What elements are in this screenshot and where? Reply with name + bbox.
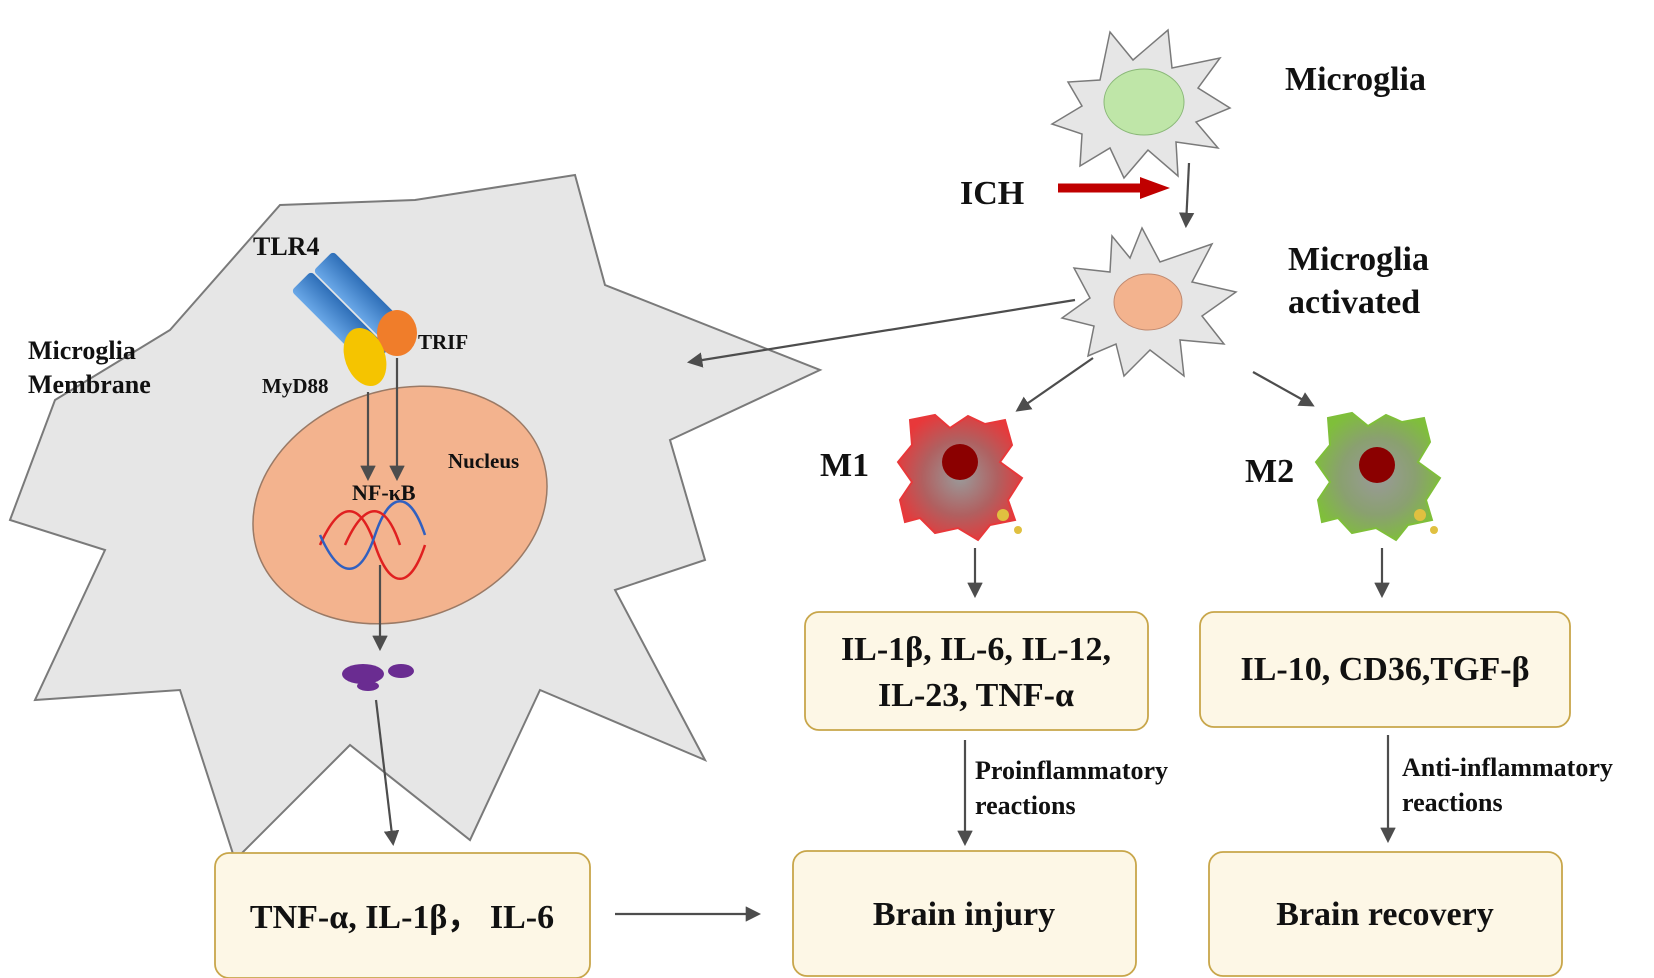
m2-cytokines-text: IL-10, CD36,TGF-β <box>1241 651 1530 688</box>
m1-cytokines-box <box>804 611 1149 731</box>
vesicle-icon <box>357 681 379 691</box>
trif-adaptor-icon <box>377 310 417 356</box>
ich-label: ICH <box>960 175 1024 212</box>
nucleus-label: Nucleus <box>448 449 519 473</box>
arrow-activated-to-m1 <box>1015 357 1094 412</box>
m1-cytokines-text: IL-23, TNF-α <box>878 677 1074 714</box>
microglia-activated-label: Microglia <box>1288 241 1429 278</box>
vesicle-icon <box>388 664 414 678</box>
activated-nucleus-shape <box>1113 273 1183 331</box>
m2-cytokines-box <box>1199 611 1571 728</box>
cell-cytokines-box <box>214 852 591 978</box>
antiinflammatory-label: reactions <box>1402 788 1503 817</box>
myd88-adaptor-icon <box>343 327 387 387</box>
m1-granule-icon <box>997 509 1009 521</box>
m1-cytokines-text: IL-1β, IL-6, IL-12, <box>841 631 1111 668</box>
arrow-activated-to-m2 <box>1252 371 1315 407</box>
m1-label: M1 <box>820 447 869 484</box>
vesicle-icon <box>342 664 384 684</box>
ich-arrowhead-icon <box>1140 177 1170 199</box>
proinflammatory-label: reactions <box>975 791 1076 820</box>
brain-recovery-text: Brain recovery <box>1276 896 1493 933</box>
dna-icon <box>318 500 427 580</box>
m2-granule-icon <box>1430 526 1438 534</box>
brain-injury-text: Brain injury <box>873 896 1055 933</box>
brain-injury-box <box>792 850 1137 977</box>
nfkb-label: NF-κB <box>352 480 416 505</box>
resting-nucleus-shape <box>1103 68 1185 136</box>
m2-label: M2 <box>1245 453 1294 490</box>
myd88-label: MyD88 <box>262 374 329 398</box>
arrow-microglia-to-activated <box>1178 162 1195 229</box>
m1-nucleus-shape <box>942 444 978 480</box>
cell-cytokines-text: TNF-α, IL-1β， IL-6 <box>250 899 554 936</box>
m1-granule-icon <box>1014 526 1022 534</box>
arrow-activated-to-cell <box>686 298 1076 368</box>
antiinflammatory-label: Anti-inflammatory <box>1402 753 1613 782</box>
m2-granule-icon <box>1414 509 1426 521</box>
m2-nucleus-shape <box>1359 447 1395 483</box>
tlr4-label: TLR4 <box>253 232 319 261</box>
membrane-label: Membrane <box>28 370 151 399</box>
arrow-vesicles-to-cytokines <box>374 699 400 847</box>
microglia-activated-label: activated <box>1288 284 1420 321</box>
brain-recovery-box <box>1208 851 1563 977</box>
nucleus-shape <box>252 385 548 625</box>
microglia-label: Microglia <box>1285 61 1426 98</box>
membrane-label: Microglia <box>28 336 136 365</box>
proinflammatory-label: Proinflammatory <box>975 756 1168 785</box>
trif-label: TRIF <box>418 330 468 354</box>
